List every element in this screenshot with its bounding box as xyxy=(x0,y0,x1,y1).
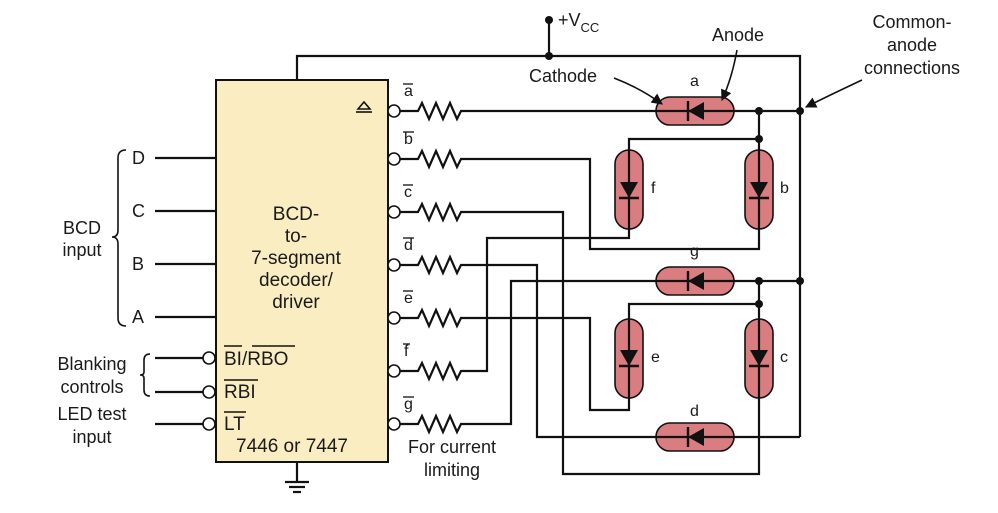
input-d-label: D xyxy=(132,148,145,168)
led-segment-b: b xyxy=(744,149,789,230)
rbi-pin-label: RBI xyxy=(224,382,256,403)
led-segment-g: g xyxy=(655,243,735,296)
bcd-input-label-line-1: BCD xyxy=(63,218,101,238)
output-d-label: d xyxy=(404,237,413,254)
input-c-label: C xyxy=(132,201,145,221)
chip-title-line-3: 7-segment xyxy=(251,248,341,269)
led-test-label-line-2: input xyxy=(72,427,111,447)
vcc-label: +V xyxy=(558,10,581,30)
open-collector-icon xyxy=(356,100,372,110)
diode-icon xyxy=(620,350,638,366)
vcc-subscript: CC xyxy=(581,20,600,35)
input-b-label: B xyxy=(132,254,144,274)
bcd-brace-icon xyxy=(111,149,127,327)
diode-icon xyxy=(750,182,768,198)
diode-icon xyxy=(620,182,638,198)
diode-icon xyxy=(750,350,768,366)
common-anode-label-line-3: connections xyxy=(864,58,960,78)
common-anode-wiring xyxy=(627,107,804,439)
cathode-label: Cathode xyxy=(529,66,597,86)
segment-b-label: b xyxy=(780,180,789,197)
blanking-brace-icon xyxy=(139,353,151,397)
output-g-label: g xyxy=(404,396,413,413)
chip-title-line-1: BCD- xyxy=(273,204,319,225)
diode-icon xyxy=(688,272,704,290)
led-segment-d: d xyxy=(655,403,735,452)
chip-title-line-4: decoder/ xyxy=(259,270,334,291)
input-a-label: A xyxy=(132,307,144,327)
led-segment-e: e xyxy=(614,318,660,399)
output-a-label: a xyxy=(404,83,413,100)
output-f-label: f xyxy=(404,343,409,360)
bcd-input-label-line-2: input xyxy=(62,240,101,260)
blanking-controls-label-line-2: controls xyxy=(60,377,123,397)
led-test-label-line-1: LED test xyxy=(57,404,126,424)
output-e-label: e xyxy=(404,290,413,307)
output-c-label: c xyxy=(404,184,412,201)
segment-f-label: f xyxy=(651,180,656,197)
led-segment-a: a xyxy=(655,73,735,126)
decoder-chip: BCD- to- 7-segment decoder/ driver 7446 … xyxy=(215,79,389,494)
diode-icon xyxy=(688,428,704,446)
segment-a-label: a xyxy=(690,73,699,90)
led-segment-c: c xyxy=(744,318,788,399)
callouts: Cathode Anode Common- anode connections xyxy=(529,12,960,108)
common-anode-label-line-2: anode xyxy=(887,35,937,55)
vcc-supply: +VCC xyxy=(295,10,802,437)
current-limiting-label-line-1: For current xyxy=(408,437,496,457)
chip-part-number: 7446 or 7447 xyxy=(236,436,348,457)
segment-d-label: d xyxy=(690,403,699,420)
bcd-inputs: D C B A BCD input xyxy=(62,148,216,327)
diode-icon xyxy=(688,102,704,120)
segment-c-label: c xyxy=(780,349,788,366)
ground-icon xyxy=(285,462,309,494)
chip-title-line-5: driver xyxy=(272,292,320,313)
chip-title-line-2: to- xyxy=(285,226,307,247)
control-inputs: BI/RBO RBI LT Blanking controls LED test… xyxy=(57,345,295,447)
led-segment-f: f xyxy=(614,149,656,230)
current-limiting-label-line-2: limiting xyxy=(424,460,480,480)
lt-pin-label: LT xyxy=(224,414,245,435)
bi-rbo-pin-label: BI/RBO xyxy=(224,349,288,370)
output-b-label: b xyxy=(404,131,413,148)
segment-g-label: g xyxy=(690,243,699,260)
svg-text:+VCC: +VCC xyxy=(558,10,599,35)
blanking-controls-label-line-1: Blanking xyxy=(57,354,126,374)
anode-label: Anode xyxy=(712,25,764,45)
common-anode-label-line-1: Common- xyxy=(872,12,951,32)
segment-e-label: e xyxy=(651,349,660,366)
output-resistors: a b c d e f g For current limiting xyxy=(387,83,761,480)
